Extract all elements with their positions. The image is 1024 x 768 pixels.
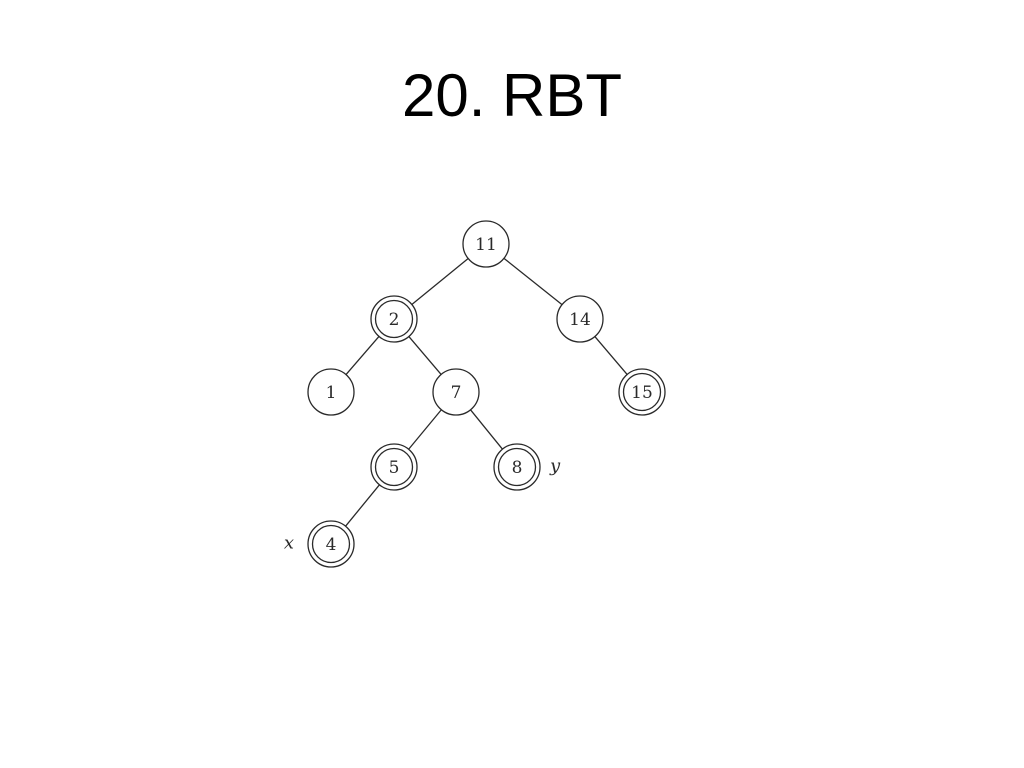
node-label: 2 xyxy=(389,310,400,330)
node-outer-ring xyxy=(370,295,418,343)
node-label: 15 xyxy=(631,383,653,403)
node-label: 5 xyxy=(389,458,400,478)
tree-edge-n2-n1 xyxy=(345,335,380,376)
node-outer-ring xyxy=(370,443,418,491)
tree-node-8: 8 xyxy=(493,443,541,491)
tree-node-14: 14 xyxy=(556,295,604,343)
node-outer-ring xyxy=(556,295,604,343)
node-inner-ring xyxy=(374,447,414,487)
node-inner-ring xyxy=(374,299,414,339)
tree-edge-n5-n4 xyxy=(345,484,380,527)
tree-edge-n14-n15 xyxy=(594,336,628,375)
tree-edge-n7-n8 xyxy=(470,409,503,450)
tree-annotations: xy xyxy=(284,456,561,554)
node-label: 8 xyxy=(512,458,523,478)
tree-node-2: 2 xyxy=(370,295,418,343)
node-inner-ring xyxy=(622,372,662,412)
node-outer-ring xyxy=(307,520,355,568)
tree-edge-n11-n14 xyxy=(503,257,563,306)
slide-title: 20. RBT xyxy=(401,62,623,129)
node-label: 11 xyxy=(475,235,497,255)
node-outer-ring xyxy=(618,368,666,416)
tree-nodes: 11 2 14 1 7 15 5 8 4 xyxy=(307,220,666,568)
annotation-y: y xyxy=(549,456,561,477)
tree-node-11: 11 xyxy=(462,220,510,268)
tree-edge-n7-n5 xyxy=(408,409,442,450)
tree-node-15: 15 xyxy=(618,368,666,416)
tree-node-1: 1 xyxy=(307,368,355,416)
node-inner-ring xyxy=(311,524,351,564)
tree-edge-n11-n2 xyxy=(411,258,469,305)
node-outer-ring xyxy=(307,368,355,416)
node-label: 14 xyxy=(569,310,591,330)
node-label: 1 xyxy=(326,383,337,403)
node-label: 7 xyxy=(451,383,462,403)
node-outer-ring xyxy=(493,443,541,491)
tree-edges xyxy=(345,257,628,527)
annotation-x: x xyxy=(284,533,294,554)
tree-node-4: 4 xyxy=(307,520,355,568)
node-label: 4 xyxy=(326,535,337,555)
tree-node-7: 7 xyxy=(432,368,480,416)
tree-edge-n2-n7 xyxy=(408,336,442,375)
node-outer-ring xyxy=(462,220,510,268)
node-inner-ring xyxy=(497,447,537,487)
node-outer-ring xyxy=(432,368,480,416)
tree-node-5: 5 xyxy=(370,443,418,491)
